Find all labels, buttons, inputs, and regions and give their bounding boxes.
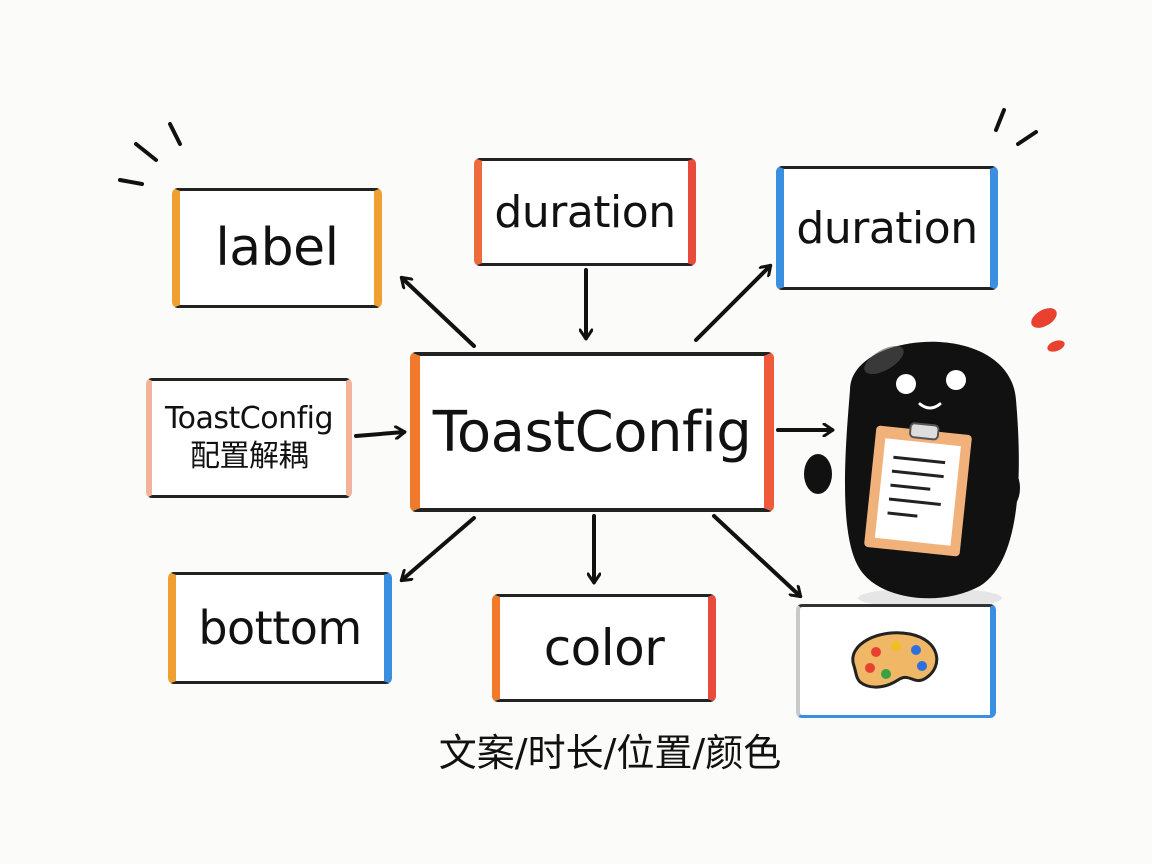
- node-config-decouple-line2: 配置解耦: [190, 439, 309, 474]
- node-toastconfig-center-text: ToastConfig: [432, 399, 752, 465]
- diagram-caption: 文案/时长/位置/颜色: [438, 731, 782, 775]
- arrow-to-palette: [712, 514, 800, 596]
- node-duration-right-text: duration: [796, 202, 978, 254]
- spark-lines-right: [994, 108, 1038, 146]
- palette-icon: [851, 631, 939, 689]
- node-label-text: label: [215, 218, 339, 278]
- node-config-decouple: ToastConfig 配置解耦: [146, 378, 352, 498]
- alert-dots: [1031, 308, 1065, 352]
- node-toastconfig-center: ToastConfig: [410, 352, 774, 512]
- arrow-to-label: [402, 278, 476, 348]
- arrow-to-duration-right: [694, 266, 770, 342]
- node-palette: [796, 604, 996, 718]
- arrow-to-bottom: [402, 516, 476, 580]
- node-color: color: [492, 594, 716, 702]
- clipboard-icon: [864, 422, 972, 557]
- spark-lines-left: [118, 122, 182, 186]
- node-config-decouple-line1: ToastConfig: [164, 401, 334, 436]
- node-label: label: [172, 188, 382, 308]
- node-duration-top: duration: [474, 158, 696, 266]
- node-duration-right: duration: [776, 166, 998, 290]
- node-color-text: color: [543, 619, 665, 677]
- node-bottom: bottom: [168, 572, 392, 684]
- node-bottom-text: bottom: [198, 601, 362, 655]
- node-duration-top-text: duration: [494, 186, 676, 238]
- arrow-from-decouple: [354, 432, 404, 436]
